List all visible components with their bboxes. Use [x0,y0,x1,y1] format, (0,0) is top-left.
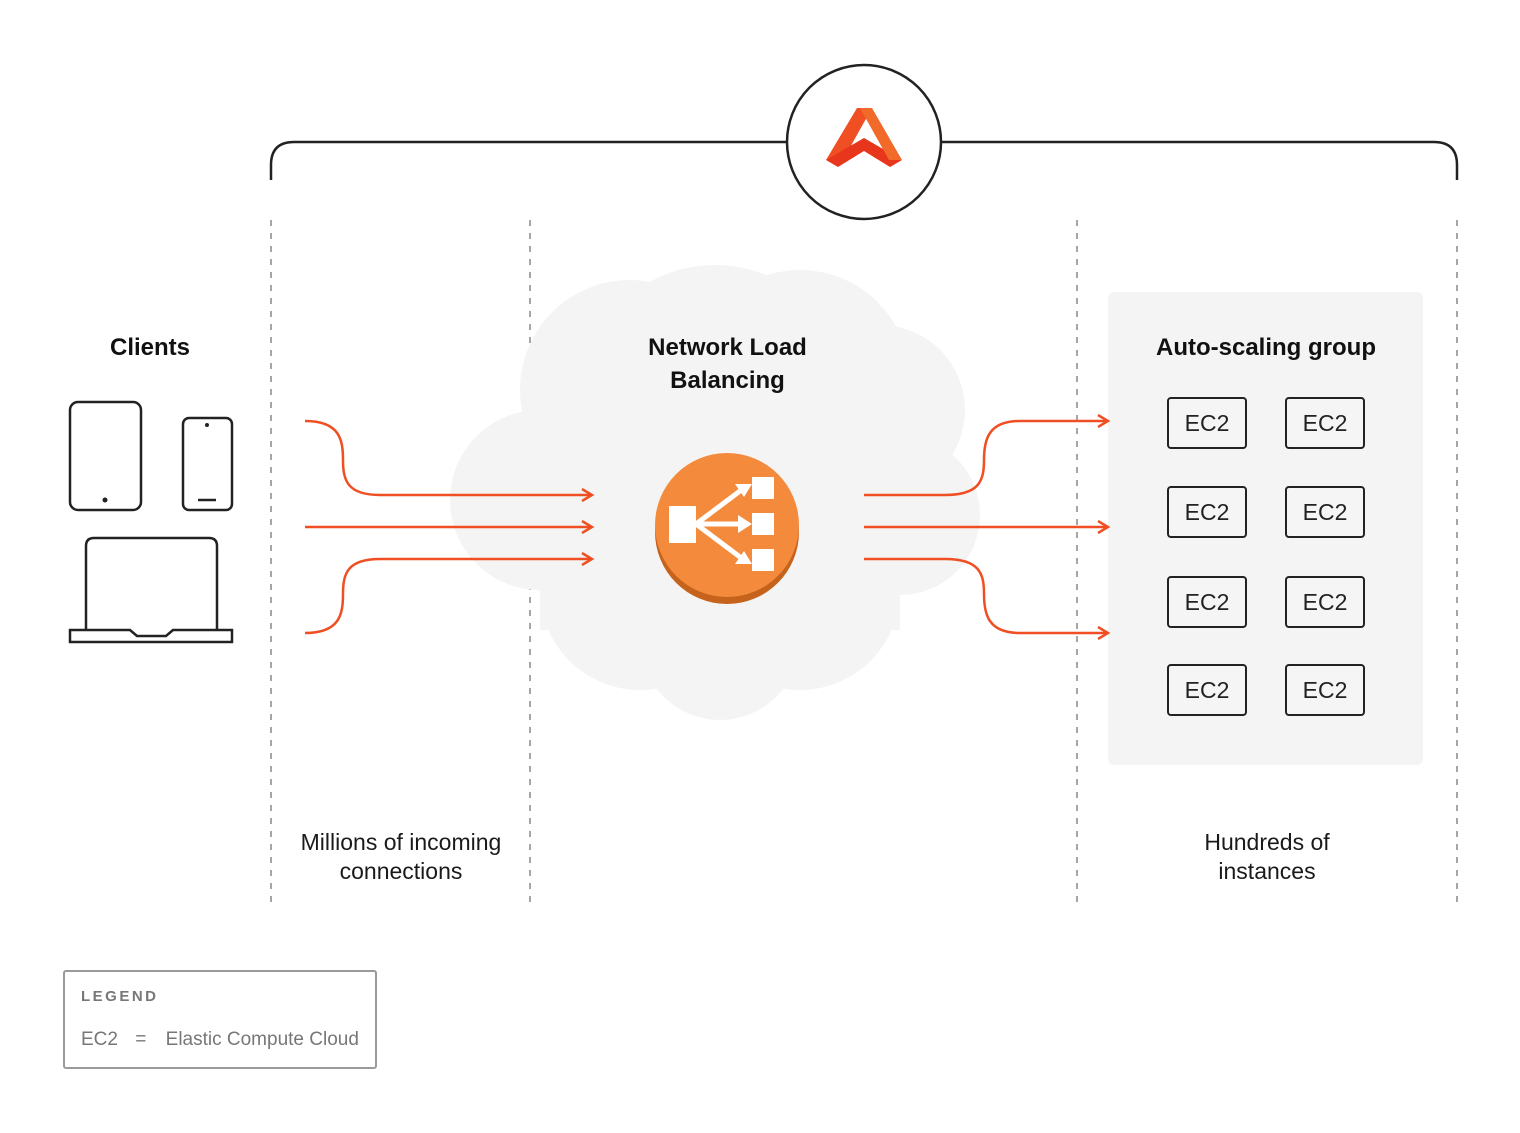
nlb-title-line2: Balancing [670,367,785,394]
instances-note-line2: instances [1218,858,1316,884]
brand-logo-icon [826,108,902,167]
ec2-instance-4: EC2 [1285,486,1365,538]
ec2-instance-1: EC2 [1167,397,1247,449]
legend-separator: = [135,1029,147,1050]
legend-row: EC2 = Elastic Compute Cloud [81,1029,359,1051]
incoming-arrow-bottom [304,559,592,635]
legend-definition: Elastic Compute Cloud [165,1029,359,1050]
phone-icon [181,416,234,512]
ec2-instance-3: EC2 [1167,486,1247,538]
incoming-arrow-top [304,419,592,495]
legend-title: LEGEND [81,988,159,1005]
laptop-icon [68,536,234,644]
legend-box: LEGEND EC2 = Elastic Compute Cloud [63,970,377,1069]
load-balancer-icon [655,453,799,604]
asg-title: Auto-scaling group [1156,334,1376,361]
ec2-instance-8: EC2 [1285,664,1365,716]
outgoing-arrow-top [864,421,1108,497]
ec2-instance-2: EC2 [1285,397,1365,449]
connections-note-line2: connections [339,858,463,884]
ec2-instance-7: EC2 [1167,664,1247,716]
ec2-instance-6: EC2 [1285,576,1365,628]
clients-title: Clients [109,334,190,361]
nlb-title-line1: Network Load [648,334,807,361]
tablet-icon [68,400,143,512]
instances-note-line1: Hundreds of [1204,829,1330,855]
legend-term: EC2 [81,1029,118,1050]
ec2-instance-5: EC2 [1167,576,1247,628]
outgoing-arrow-bottom [864,557,1108,633]
connections-note-line1: Millions of incoming [300,829,502,855]
